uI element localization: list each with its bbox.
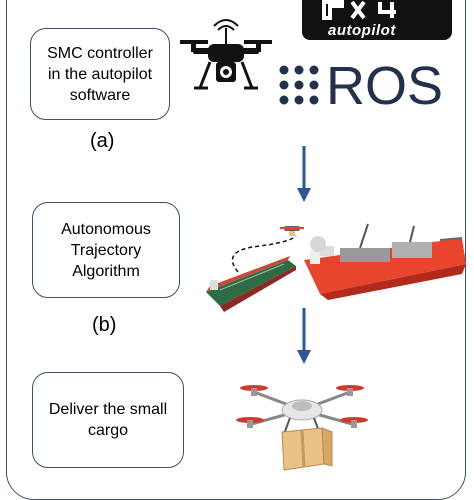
fpso-ship-icon <box>304 223 466 300</box>
flow-arrow-2 <box>297 308 311 364</box>
tanker-ship-icon <box>206 256 296 312</box>
ships-illustration <box>206 223 466 312</box>
px4-logo: autopilot <box>302 0 452 40</box>
drone-icon <box>180 19 272 90</box>
step-label-a: (a) <box>90 130 115 152</box>
ros-wordmark: ROS <box>326 56 444 116</box>
step-box-deliver-cargo: Deliver the small cargo <box>32 372 184 468</box>
step-box-trajectory-algorithm: Autonomous Trajectory Algorithm <box>32 202 180 298</box>
small-drone-icon <box>280 226 304 236</box>
px4-glyphs <box>322 0 396 20</box>
flow-arrow-1 <box>297 146 311 202</box>
ros-dots-icon <box>279 65 319 105</box>
step-text-smc-controller: SMC controller in the autopilot software <box>47 44 153 104</box>
step-label-b: (b) <box>92 314 117 336</box>
step-box-smc-controller: SMC controller in the autopilot software <box>30 28 170 120</box>
cargo-drone-icon <box>236 385 368 471</box>
step-text-trajectory-algorithm: Autonomous Trajectory Algorithm <box>61 220 151 280</box>
trajectory-path <box>231 235 297 273</box>
step-text-deliver-cargo: Deliver the small cargo <box>48 401 168 439</box>
px4-wordmark: autopilot <box>328 22 396 39</box>
